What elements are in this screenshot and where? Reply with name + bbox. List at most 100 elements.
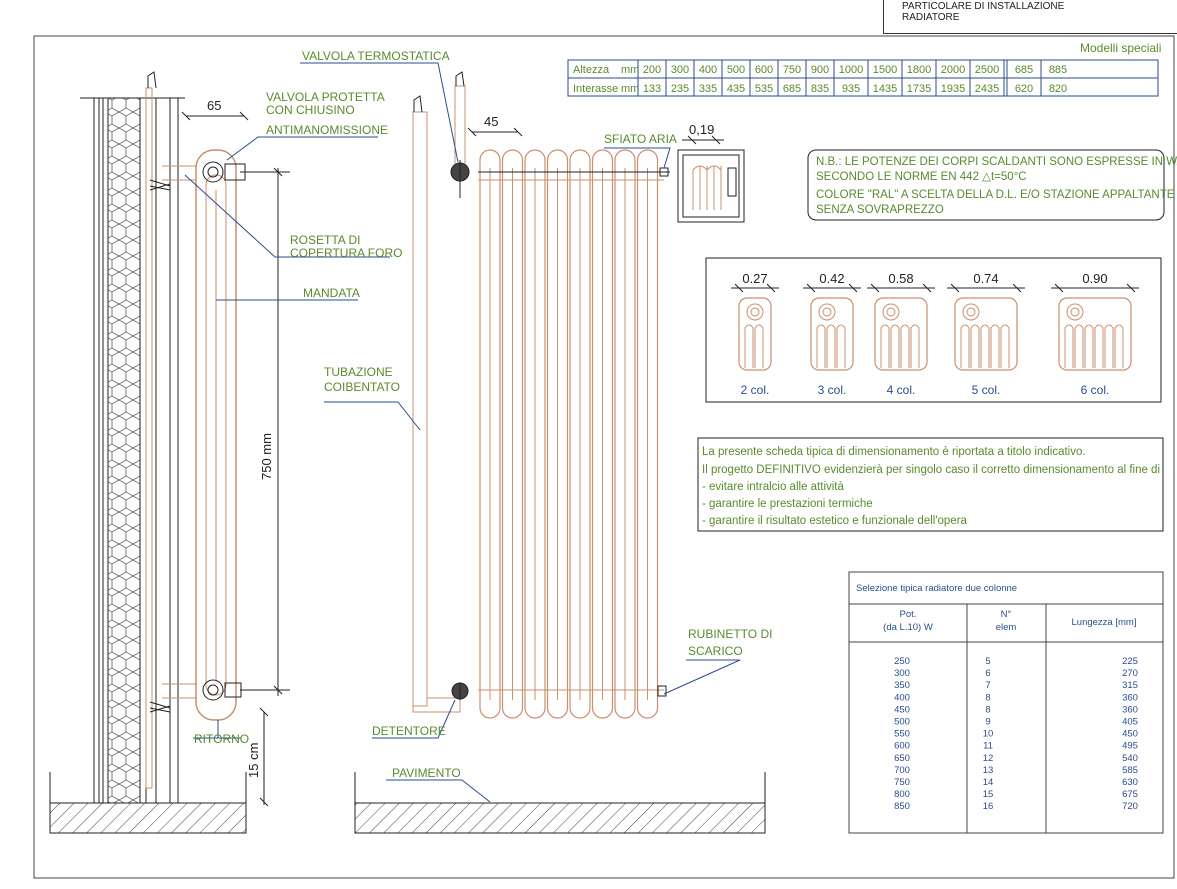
selection-cell-len: 225 bbox=[1122, 656, 1138, 667]
title-block: PARTICOLARE DI INSTALLAZIONE RADIATORE bbox=[883, 0, 1177, 34]
selection-cell-elem: 9 bbox=[985, 717, 990, 728]
selection-cell-elem: 14 bbox=[983, 777, 994, 788]
columns-panel bbox=[705, 257, 1162, 403]
column-dim: 0.42 bbox=[819, 271, 844, 286]
selection-cell-len: 315 bbox=[1122, 680, 1138, 691]
models-special-cell: 885 bbox=[1049, 64, 1067, 76]
label-tubazione-1: TUBAZIONE bbox=[324, 365, 393, 379]
models-row1-unit: mm bbox=[621, 64, 639, 76]
wall-insulation bbox=[107, 97, 141, 804]
selection-cell-elem: 15 bbox=[983, 789, 994, 800]
models-cell: 600 bbox=[755, 64, 773, 76]
radiator-column bbox=[501, 149, 524, 719]
models-cell: 935 bbox=[842, 83, 860, 95]
radiator-column bbox=[614, 149, 636, 719]
selection-cell-len: 495 bbox=[1122, 741, 1138, 752]
radiator-side-profile bbox=[195, 149, 237, 721]
label-ritorno: RITORNO bbox=[194, 732, 249, 746]
selection-cell-len: 585 bbox=[1122, 765, 1138, 776]
models-cell: 235 bbox=[671, 83, 689, 95]
models-cell: 2435 bbox=[975, 83, 999, 95]
column-dim: 0.74 bbox=[973, 271, 998, 286]
column-icon: 0.906 col. bbox=[1051, 271, 1139, 397]
selection-h2b: elem bbox=[996, 622, 1017, 633]
floor-hatch-center bbox=[354, 802, 766, 834]
selection-cell-elem: 8 bbox=[985, 692, 990, 703]
selection-cell-len: 675 bbox=[1122, 789, 1138, 800]
models-cell: 2500 bbox=[975, 64, 999, 76]
label-rubinetto-2: SCARICO bbox=[688, 644, 743, 658]
label-valvola-protetta-3: ANTIMANOMISSIONE bbox=[266, 123, 388, 137]
label-sfiato-aria: SFIATO ARIA bbox=[604, 132, 677, 146]
models-cell: 1435 bbox=[873, 83, 897, 95]
column-icon: 0.272 col. bbox=[731, 271, 779, 397]
selection-cell-len: 270 bbox=[1122, 668, 1138, 679]
selection-cell-pot: 650 bbox=[894, 753, 910, 764]
note-line-2: SECONDO LE NORME EN 442 △t=50°C bbox=[816, 171, 1027, 183]
label-valvola-protetta-1: VALVOLA PROTETTA bbox=[266, 90, 385, 104]
column-icon: 0.42 3 col. bbox=[803, 271, 861, 397]
selection-cell-elem: 13 bbox=[983, 765, 994, 776]
selection-h3: Lungezza [mm] bbox=[1072, 617, 1137, 628]
models-cell: 1935 bbox=[941, 83, 965, 95]
label-detentore: DETENTORE bbox=[372, 724, 446, 738]
selection-cell-elem: 16 bbox=[983, 801, 994, 812]
title-line-2: RADIATORE bbox=[902, 12, 960, 23]
models-cell: 1735 bbox=[907, 83, 931, 95]
models-cell: 200 bbox=[643, 64, 661, 76]
label-rosetta-2: COPERTURA FORO bbox=[290, 246, 402, 260]
label-group: VALVOLA TERMOSTATICA VALVOLA PROTETTA CO… bbox=[194, 49, 772, 780]
selection-cell-elem: 12 bbox=[983, 753, 994, 764]
selection-h2a: N° bbox=[1001, 609, 1012, 620]
selection-cell-elem: 7 bbox=[985, 680, 990, 691]
models-cell: 133 bbox=[643, 83, 661, 95]
selection-cell-len: 720 bbox=[1122, 801, 1138, 812]
models-cell: 685 bbox=[783, 83, 801, 95]
label-tubazione-2: COIBENTATO bbox=[324, 380, 400, 394]
label-mandata: MANDATA bbox=[303, 286, 360, 300]
floor-hatch-left bbox=[49, 802, 247, 834]
selection-cell-len: 450 bbox=[1122, 729, 1138, 740]
models-cell: 900 bbox=[811, 64, 829, 76]
note-line-1: N.B.: LE POTENZE DEI CORPI SCALDANTI SON… bbox=[816, 156, 1177, 168]
models-cell: 400 bbox=[699, 64, 717, 76]
disclaimer-line-1: La presente scheda tipica di dimensionam… bbox=[702, 446, 1086, 458]
selection-cell-elem: 11 bbox=[983, 741, 993, 752]
selection-cell-pot: 400 bbox=[894, 692, 910, 703]
label-valvola-protetta-2: CON CHIUSINO bbox=[266, 103, 355, 117]
selection-cell-pot: 800 bbox=[894, 789, 910, 800]
models-row2-unit: mm bbox=[621, 83, 639, 95]
models-special-cell: 820 bbox=[1049, 83, 1067, 95]
models-special-cell: 620 bbox=[1015, 83, 1033, 95]
label-valvola-termostatica: VALVOLA TERMOSTATICA bbox=[302, 49, 450, 63]
radiator-column bbox=[479, 149, 501, 719]
label-pavimento: PAVIMENTO bbox=[392, 766, 461, 780]
disclaimer-line-2: Il progetto DEFINITIVO evidenzierà per s… bbox=[702, 464, 1160, 476]
detail-inset bbox=[677, 149, 745, 223]
column-icon: 0.745 col. bbox=[947, 271, 1025, 397]
models-cell: 2000 bbox=[941, 64, 965, 76]
models-special-cell: 685 bbox=[1015, 64, 1033, 76]
dim-15: 15 cm bbox=[246, 743, 261, 778]
selection-cell-pot: 350 bbox=[894, 680, 910, 691]
selection-cell-elem: 5 bbox=[985, 656, 990, 667]
selection-h1a: Pot. bbox=[900, 609, 917, 620]
selection-cell-elem: 10 bbox=[983, 729, 994, 740]
column-label: 2 col. bbox=[741, 383, 770, 397]
models-row2-label: Interasse bbox=[573, 83, 618, 95]
dim-019: 0,19 bbox=[689, 122, 714, 137]
selection-cell-pot: 300 bbox=[894, 668, 910, 679]
front-view bbox=[354, 71, 766, 834]
note-box bbox=[807, 149, 1165, 221]
selection-cell-len: 405 bbox=[1122, 717, 1138, 728]
selection-cell-elem: 6 bbox=[985, 668, 990, 679]
selection-cell-len: 360 bbox=[1122, 704, 1138, 715]
selection-cell-pot: 600 bbox=[894, 741, 910, 752]
models-cell: 335 bbox=[699, 83, 717, 95]
selection-cell-len: 360 bbox=[1122, 692, 1138, 703]
radiator-column bbox=[569, 149, 591, 719]
column-label: 3 col. bbox=[818, 383, 847, 397]
column-icon: 0.584 col. bbox=[867, 271, 935, 397]
models-special-label: Modelli speciali bbox=[1080, 41, 1161, 55]
